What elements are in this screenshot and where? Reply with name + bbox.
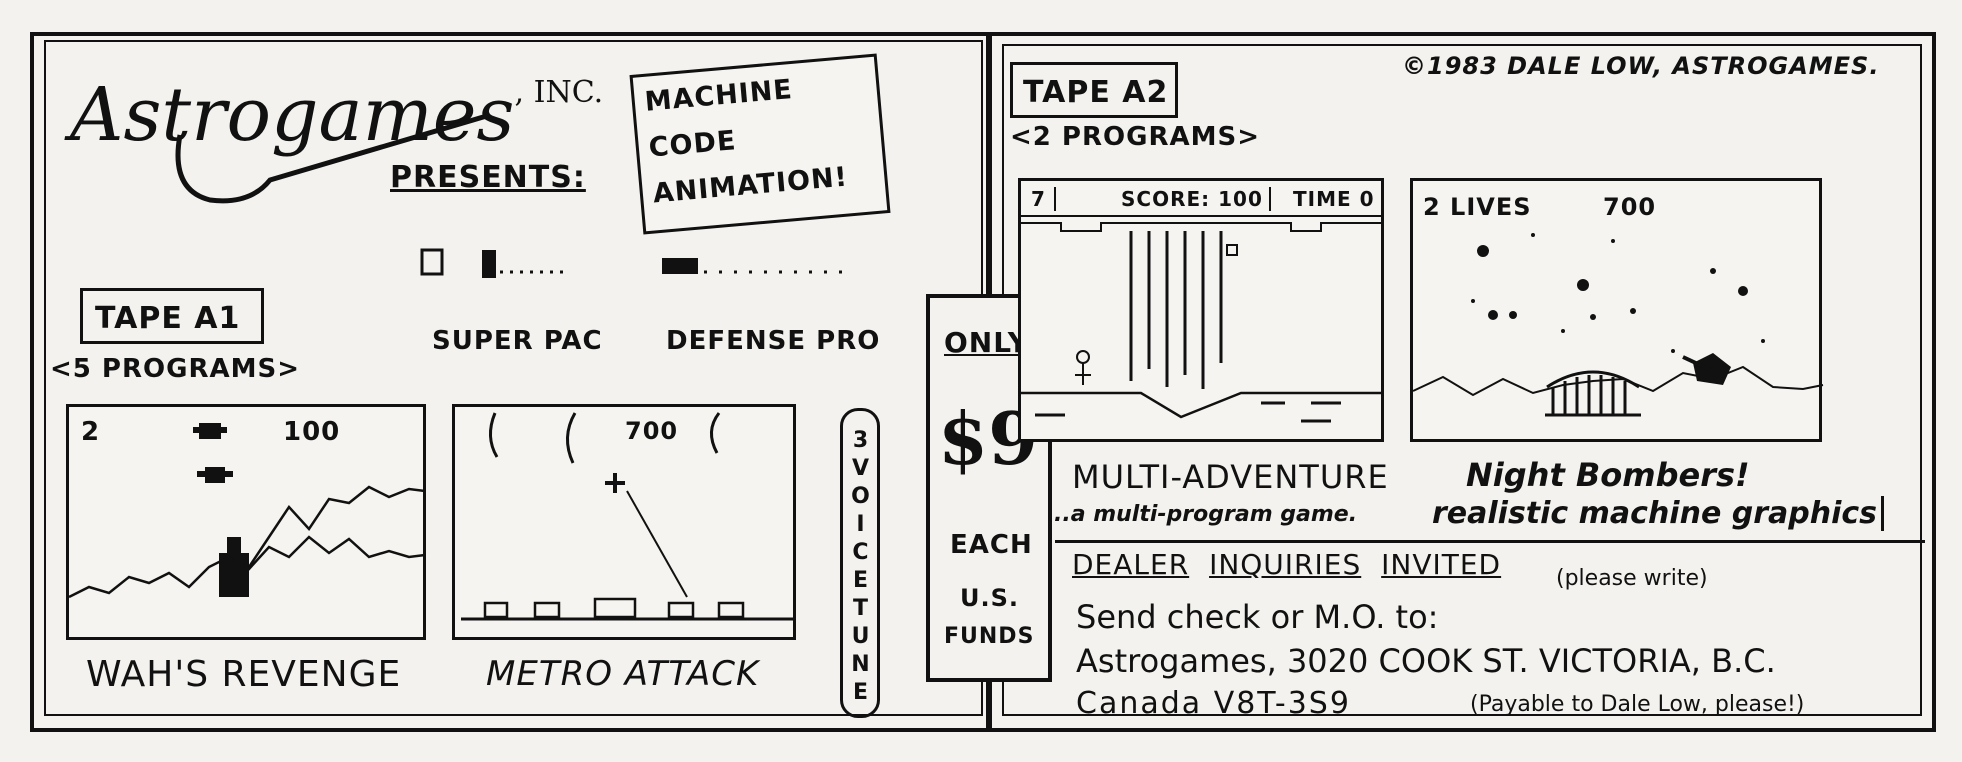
metro-attack-graphics — [461, 412, 793, 621]
night-bombers-lives: 2 LIVES — [1423, 193, 1532, 221]
night-bombers-title: Night Bombers! — [1466, 456, 1750, 494]
dealer-word-3: INVITED — [1381, 548, 1502, 581]
multi-adventure-graphics — [1021, 222, 1381, 423]
voice-tune-box: 3 VOICE TUNE — [840, 408, 880, 718]
presents-label: PRESENTS: — [390, 160, 586, 195]
night-bombers-screen: 2 LIVES 700 — [1410, 178, 1824, 442]
wahs-revenge-lives: 2 — [81, 417, 101, 447]
tape-a1-label-box: TAPE A1 — [80, 288, 264, 344]
dealer-line-3: Canada V8T-3S9 — [1076, 686, 1351, 721]
headline-box: MACHINE CODE ANIMATION! — [629, 53, 891, 235]
multi-adventure-title: MULTI-ADVENTURE — [1072, 458, 1389, 496]
night-bombers-score: 700 — [1603, 193, 1657, 221]
metro-attack-screen: 700 — [452, 404, 796, 640]
tape-a2-label: TAPE A2 — [1023, 75, 1169, 110]
multi-adventure-subtitle: ..a multi-program game. — [1054, 502, 1358, 527]
super-pac-demo-sprites — [420, 248, 570, 278]
brand-logo: Astrogames, INC. — [70, 75, 604, 153]
wahs-revenge-score: 100 — [283, 417, 341, 447]
wahs-revenge-title: WAH'S REVENGE — [86, 654, 402, 695]
tape-a1-count: <5 PROGRAMS> — [50, 354, 300, 384]
dealer-word-1: DEALER — [1072, 548, 1190, 581]
brand-underline — [175, 112, 491, 204]
dealer-please-write: (please write) — [1556, 566, 1708, 591]
dealer-line-2: Astrogames, 3020 COOK ST. VICTORIA, B.C. — [1076, 642, 1776, 680]
multi-adventure-hud — [1021, 181, 1381, 217]
tape-a2-count: <2 PROGRAMS> — [1010, 122, 1260, 152]
defense-pro-demo-sprites — [662, 258, 850, 274]
wahs-revenge-screen: 2 100 — [66, 404, 426, 640]
tape-a1-label: TAPE A1 — [95, 301, 241, 336]
dealer-heading: DEALER INQUIRIES INVITED — [1072, 548, 1501, 581]
multi-adventure-screen: 7 SCORE: 100 TIME 0 — [1018, 178, 1384, 442]
headline-line-3: ANIMATION! — [651, 161, 850, 210]
brand-name: Astrogames — [70, 72, 515, 158]
super-pac-title: SUPER PAC — [432, 326, 603, 356]
metro-attack-score: 700 — [625, 417, 679, 445]
night-bombers-subtitle: realistic machine graphics — [1432, 496, 1885, 531]
night-bombers-graphics — [1412, 233, 1824, 417]
price-funds-line-2: FUNDS — [944, 624, 1035, 649]
dealer-divider — [1055, 540, 1925, 543]
voice-tune-label: 3 VOICE TUNE — [851, 428, 871, 705]
brand-suffix: , INC. — [514, 75, 604, 110]
headline-line-1: MACHINE — [643, 74, 794, 118]
dealer-line-1: Send check or M.O. to: — [1076, 598, 1439, 636]
multi-adventure-score: SCORE: 100 — [1121, 187, 1271, 211]
dealer-payable: (Payable to Dale Low, please!) — [1470, 692, 1805, 717]
price-each: EACH — [950, 530, 1033, 560]
copyright: ©1983 DALE LOW, ASTROGAMES. — [1402, 52, 1880, 80]
defense-pro-title: DEFENSE PRO — [666, 326, 881, 356]
dealer-word-2: INQUIRIES — [1209, 548, 1362, 581]
multi-adventure-time: TIME 0 — [1293, 187, 1375, 211]
multi-adventure-level: 7 — [1031, 187, 1056, 211]
tape-a2-label-box: TAPE A2 — [1010, 62, 1178, 118]
metro-attack-title: METRO ATTACK — [486, 654, 760, 694]
price-only: ONLY — [944, 326, 1029, 359]
headline-line-2: CODE — [647, 125, 738, 164]
wahs-revenge-graphics — [68, 423, 426, 599]
price-funds-line-1: U.S. — [960, 584, 1020, 612]
